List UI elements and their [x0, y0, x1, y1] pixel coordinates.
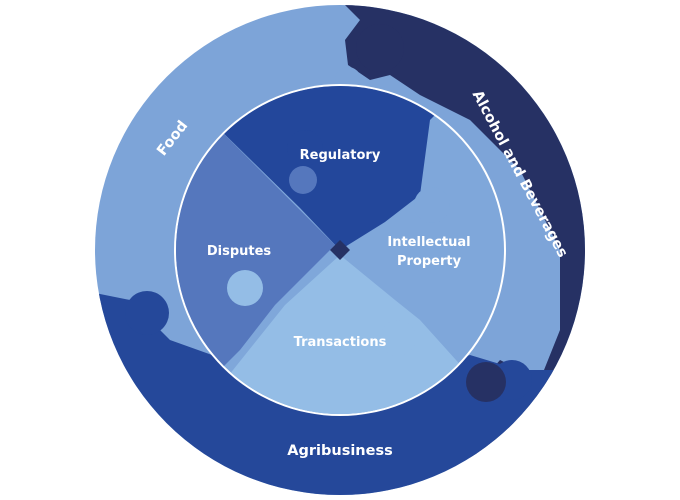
alcohol-beverages-segment: [340, 5, 585, 495]
transactions-tab-right: [380, 320, 416, 356]
alcohol-tab: [356, 24, 404, 72]
disputes-label: Disputes: [207, 244, 272, 259]
transactions-piece: [190, 255, 490, 414]
disputes-piece: [176, 86, 335, 414]
transactions-tab-left: [227, 270, 263, 306]
regulatory-tab: [287, 130, 323, 166]
alcohol-tab-bottom: [466, 362, 506, 402]
ip-tab: [414, 187, 450, 223]
intellectual-property-label-line2: Property: [397, 254, 462, 269]
regulatory-label: Regulatory: [300, 148, 381, 163]
center-diamond: [330, 240, 350, 260]
regulatory-piece: [210, 86, 470, 250]
intellectual-property-label-line1: Intellectual: [387, 235, 470, 250]
inner-puzzle: [176, 86, 504, 414]
disputes-notch: [289, 166, 317, 194]
transactions-label: Transactions: [294, 335, 387, 350]
agribusiness-tab-left: [125, 291, 169, 335]
agribusiness-label: Agribusiness: [287, 443, 392, 459]
